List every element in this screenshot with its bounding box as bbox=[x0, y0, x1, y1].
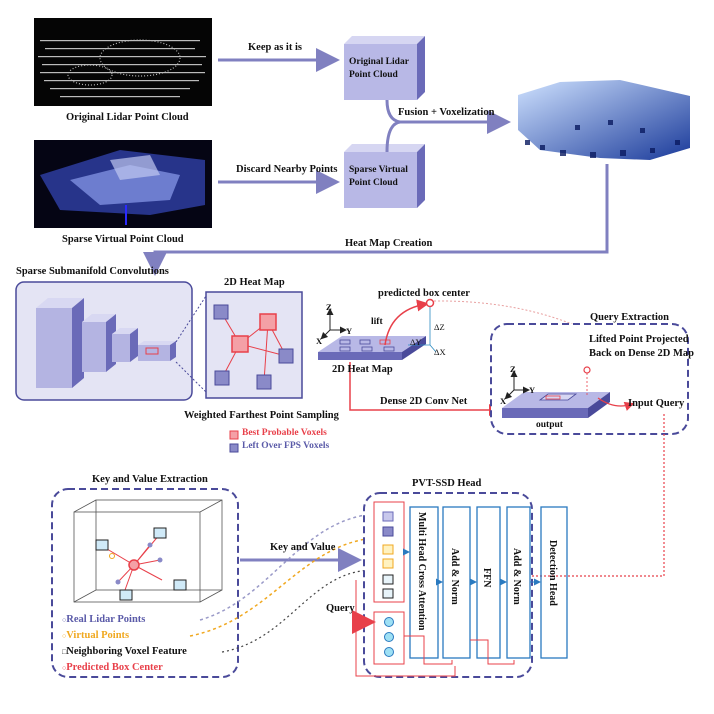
legend-virtual: ○Virtual Points bbox=[62, 630, 130, 641]
discard-label: Discard Nearby Points bbox=[236, 164, 338, 175]
fusion-label: Fusion + Voxelization bbox=[398, 107, 495, 118]
query-extraction-title: Query Extraction bbox=[590, 312, 670, 323]
legend-best-swatch bbox=[229, 430, 239, 440]
sparse-box-label-2: Point Cloud bbox=[349, 178, 398, 188]
dense-conv-arrow bbox=[349, 362, 501, 416]
output-plane bbox=[502, 392, 610, 418]
lift-arrow bbox=[384, 299, 429, 346]
sparse-box-label-1: Sparse Virtual bbox=[349, 165, 408, 175]
predicted-center-label: predicted box center bbox=[378, 288, 470, 299]
original-lidar-box bbox=[344, 36, 425, 100]
heatmap-creation-arrow bbox=[143, 164, 609, 276]
axis-z-1: Z bbox=[326, 302, 332, 312]
key-value-label: Key and Value bbox=[270, 542, 336, 553]
query-label: Query bbox=[326, 603, 355, 614]
predicted-center-point bbox=[425, 298, 435, 308]
axis-y-2: Y bbox=[529, 385, 536, 395]
block-addnorm-2: Add & Norm bbox=[511, 548, 522, 605]
legend-best: Best Probable Voxels bbox=[242, 428, 327, 438]
lift-label: lift bbox=[371, 317, 383, 327]
heatmap-plane bbox=[318, 336, 426, 360]
heatmap-title: 2D Heat Map bbox=[224, 277, 285, 288]
legend-center: ○Predicted Box Center bbox=[62, 662, 163, 673]
block-detection: Detection Head bbox=[547, 540, 558, 606]
axis-x-2: X bbox=[500, 396, 507, 406]
lifted-label-2: Back on Dense 2D Map bbox=[589, 348, 695, 359]
legend-real: ○Real Lidar Points bbox=[62, 614, 146, 625]
axis-y-1: Y bbox=[346, 326, 353, 336]
legend-neighbor: □Neighboring Voxel Feature bbox=[62, 646, 187, 657]
output-label: output bbox=[536, 420, 563, 430]
query-token-column bbox=[373, 611, 405, 665]
axis-x-1: X bbox=[316, 336, 323, 346]
block-ffn: FFN bbox=[481, 568, 492, 588]
block-addnorm-1: Add & Norm bbox=[449, 548, 460, 605]
delta-y: ΔY bbox=[410, 337, 422, 347]
heatmap-creation-label: Heat Map Creation bbox=[345, 238, 433, 249]
axis-z-2: Z bbox=[510, 364, 516, 374]
input-query-arrow bbox=[597, 397, 635, 411]
neighbor-curve bbox=[221, 569, 375, 653]
sparse-virtual-caption: Sparse Virtual Point Cloud bbox=[62, 234, 184, 245]
sparse-virtual-image bbox=[34, 140, 212, 228]
original-lidar-caption: Original Lidar Point Cloud bbox=[66, 112, 189, 123]
keep-label: Keep as it is bbox=[248, 42, 302, 53]
sparse-conv-title: Sparse Submanifold Convolutions bbox=[16, 266, 169, 277]
heatmap-plane-label: 2D Heat Map bbox=[332, 364, 393, 375]
original-box-label-2: Point Cloud bbox=[349, 70, 398, 80]
input-query-label: Input Query bbox=[628, 398, 685, 409]
query-tokens bbox=[384, 617, 394, 657]
legend-left-swatch bbox=[229, 443, 239, 453]
lifted-point bbox=[583, 366, 591, 374]
axes-small-2 bbox=[504, 370, 530, 400]
original-box-label-1: Original Lidar bbox=[349, 57, 409, 67]
kv-cube bbox=[73, 499, 223, 603]
original-lidar-image bbox=[34, 18, 212, 106]
delta-x: ΔX bbox=[434, 347, 446, 357]
pvt-ssd-panel bbox=[363, 492, 533, 678]
block-mhca: Multi Head Cross Attention bbox=[416, 512, 427, 631]
kv-tokens bbox=[382, 511, 394, 599]
delta-lines bbox=[408, 307, 437, 353]
kv-title: Key and Value Extraction bbox=[92, 474, 208, 485]
sparse-virtual-box bbox=[344, 144, 425, 208]
fps-voxels bbox=[213, 304, 294, 390]
sparse-conv-blocks bbox=[36, 298, 176, 388]
axes-small-1 bbox=[320, 308, 347, 340]
legend-left: Left Over FPS Voxels bbox=[242, 441, 330, 451]
virtual-points-curve bbox=[189, 537, 375, 637]
voxelized-cloud-image bbox=[518, 80, 690, 160]
real-points-curve bbox=[199, 513, 375, 621]
lifted-label-1: Lifted Point Projected bbox=[589, 334, 689, 345]
fps-caption: Weighted Farthest Point Sampling bbox=[184, 410, 339, 421]
kv-extraction-panel bbox=[51, 488, 239, 678]
head-title: PVT-SSD Head bbox=[412, 478, 482, 489]
kv-voxels bbox=[95, 527, 187, 601]
delta-z: ΔZ bbox=[434, 322, 445, 332]
dense-conv-label: Dense 2D Conv Net bbox=[380, 396, 468, 407]
